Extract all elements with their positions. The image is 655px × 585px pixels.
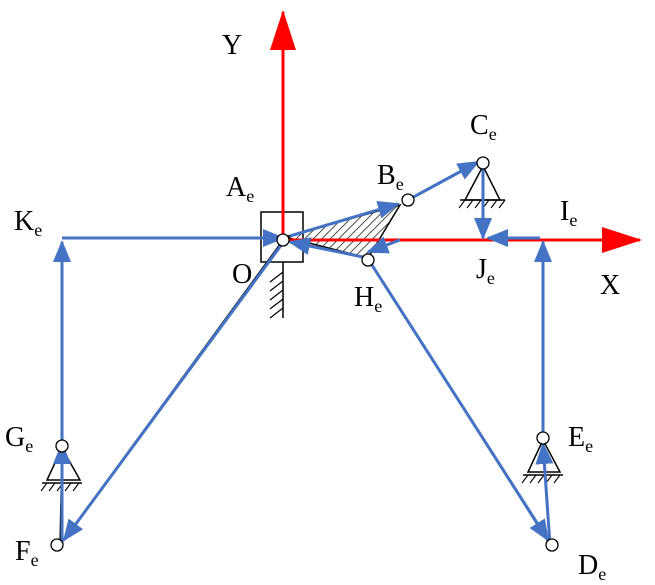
joint-C xyxy=(476,156,490,170)
label-I: Ie xyxy=(560,196,577,230)
label-G: Ge xyxy=(5,422,33,456)
link-lines xyxy=(59,159,551,546)
label-D: De xyxy=(578,550,606,584)
vector-to-H xyxy=(366,236,401,254)
x-axis-label: X xyxy=(600,270,620,301)
joint-F xyxy=(50,538,64,552)
coordinate-axes xyxy=(270,10,642,253)
joint-G xyxy=(55,439,69,453)
joint-B xyxy=(401,193,415,207)
label-J: Je xyxy=(476,254,495,288)
vector-H-to-A xyxy=(288,237,369,260)
label-K: Ke xyxy=(14,206,42,240)
label-B: Be xyxy=(377,160,404,194)
origin-label: O xyxy=(232,259,252,290)
vector-A-to-F xyxy=(62,243,284,542)
vector-D-to-E xyxy=(535,442,554,546)
joint-H xyxy=(361,253,375,267)
label-A: Ae xyxy=(226,172,254,206)
joint-A xyxy=(276,233,290,247)
vector-A-to-B xyxy=(289,201,400,238)
vector-set xyxy=(53,160,554,546)
vector-H-to-D xyxy=(368,261,550,542)
y-axis-label: Y xyxy=(222,30,242,61)
label-H: He xyxy=(354,282,382,316)
vector-B-to-C xyxy=(407,160,480,202)
label-F: Fe xyxy=(15,536,39,570)
joint-D xyxy=(545,538,559,552)
label-C: Ce xyxy=(470,110,497,144)
joints xyxy=(50,156,559,552)
joint-E xyxy=(536,431,550,445)
rod-ground-hatch xyxy=(269,271,284,319)
label-E: Ee xyxy=(568,422,593,456)
labels: Y X O Ae Be Ce De Ee Fe Ge He Ie Je Ke xyxy=(5,30,620,584)
